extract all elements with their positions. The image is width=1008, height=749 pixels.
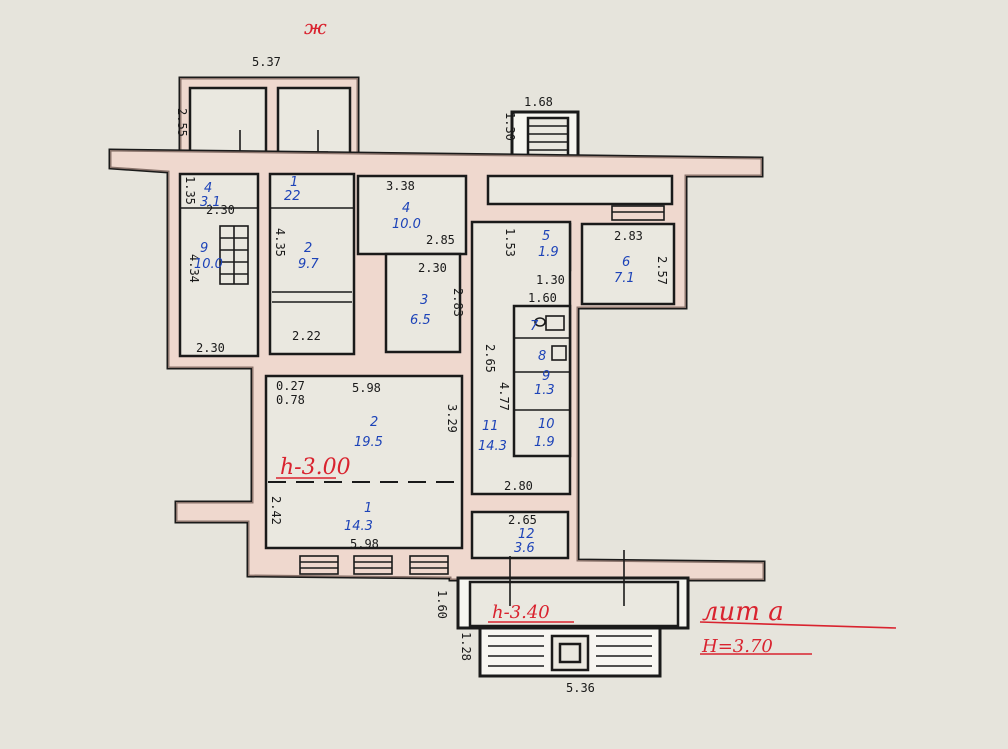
room-label-num: 11 [482, 419, 499, 434]
room-label-num: 4 [204, 181, 212, 196]
dim-2-22: 2.22 [292, 329, 321, 343]
dim-top-width: 5.37 [252, 55, 281, 69]
room-label-num: 8 [538, 349, 546, 364]
room-label-area: 14.3 [478, 439, 507, 454]
dim-2-83a: 2.83 [451, 288, 465, 317]
dim-2-30c: 2.30 [196, 341, 225, 355]
room-label-area: 10.0 [194, 257, 223, 272]
dim-1-60b: 1.60 [435, 590, 449, 619]
red-annotations [276, 477, 897, 655]
dim-2-30a: 2.30 [206, 203, 235, 217]
room-labels: 4 3.1 1 22 9 10.0 2 9.7 4 10.0 3 6.5 5 1… [194, 175, 635, 556]
dim-bottom-width: 5.36 [566, 681, 595, 695]
dimension-labels: ж 5.37 2.55 1.68 1.30 1.35 2.30 4.34 4.3… [175, 15, 669, 695]
room-label-num: 7 [530, 319, 539, 334]
staircase-icon [219, 225, 249, 285]
room-label-num: 5 [542, 229, 550, 244]
room-label-num: 3 [420, 293, 428, 308]
room-label-area: 1.3 [534, 383, 555, 398]
room-label-area: 9.7 [298, 257, 319, 272]
dim-1-30: 1.30 [536, 273, 565, 287]
bottom-porch [456, 550, 690, 678]
windows [299, 205, 665, 575]
room-label-num: 9 [542, 369, 550, 384]
dim-2-42: 2.42 [269, 496, 283, 525]
dim-1-53: 1.53 [503, 228, 517, 257]
room-label-num: 9 [200, 241, 208, 256]
dim-3-29: 3.29 [445, 404, 459, 433]
dim-3-38: 3.38 [386, 179, 415, 193]
bathroom-fixtures [534, 315, 567, 361]
dim-2-83b: 2.83 [614, 229, 643, 243]
dim-4-77: 4.77 [497, 382, 511, 411]
room-label-area: 6.5 [410, 313, 431, 328]
room-label-num: 2 [304, 241, 312, 256]
dim-2-85: 2.85 [426, 233, 455, 247]
dim-2-65b: 2.65 [508, 513, 537, 527]
room-label-area: 22 [284, 189, 301, 204]
dim-0-78: 0.78 [276, 393, 305, 407]
dim-2-65a: 2.65 [483, 344, 497, 373]
room-label-area: 1.9 [538, 245, 559, 260]
dim-5-98a: 5.98 [352, 381, 381, 395]
room-label-num: 12 [518, 527, 535, 542]
top-mark: ж [304, 15, 327, 39]
dim-stair-top-height: 1.30 [503, 112, 517, 141]
dim-2-30b: 2.30 [418, 261, 447, 275]
height-porch-label: h-3.40 [492, 602, 550, 623]
dim-1-35: 1.35 [183, 176, 197, 205]
room-label-area: 14.3 [344, 519, 373, 534]
dim-0-27: 0.27 [276, 379, 305, 393]
height-main-label: h-3.00 [280, 455, 351, 480]
dim-1-60a: 1.60 [528, 291, 557, 305]
dim-4-34: 4.34 [187, 254, 201, 283]
sheet-label: лит а [702, 597, 784, 627]
total-height-label: Н=3.70 [701, 636, 773, 657]
dim-1-28: 1.28 [459, 632, 473, 661]
room-label-area: 19.5 [354, 435, 383, 450]
room-label-area: 7.1 [614, 271, 635, 286]
dim-stair-top-width: 1.68 [524, 95, 553, 109]
room-label-num: 1 [290, 175, 298, 190]
room-label-area: 10.0 [392, 217, 421, 232]
room-label-area: 1.9 [534, 435, 555, 450]
room-label-num: 1 [364, 501, 372, 516]
height-annotations: h-3.00 h-3.40 лит а Н=3.70 [280, 455, 784, 657]
dim-4-35: 4.35 [273, 228, 287, 257]
room-label-num: 2 [370, 415, 378, 430]
room-label-area: 3.6 [514, 541, 535, 556]
room-label-num: 6 [622, 255, 630, 270]
room-label-area: 3.1 [200, 195, 221, 210]
dim-2-57: 2.57 [655, 256, 669, 285]
room-label-num: 10 [538, 417, 555, 432]
top-stair-block [510, 110, 580, 162]
dim-top-height: 2.55 [175, 108, 189, 137]
rooms [178, 172, 676, 560]
dim-2-80: 2.80 [504, 479, 533, 493]
dim-5-98b: 5.98 [350, 537, 379, 551]
room-label-num: 4 [402, 201, 410, 216]
